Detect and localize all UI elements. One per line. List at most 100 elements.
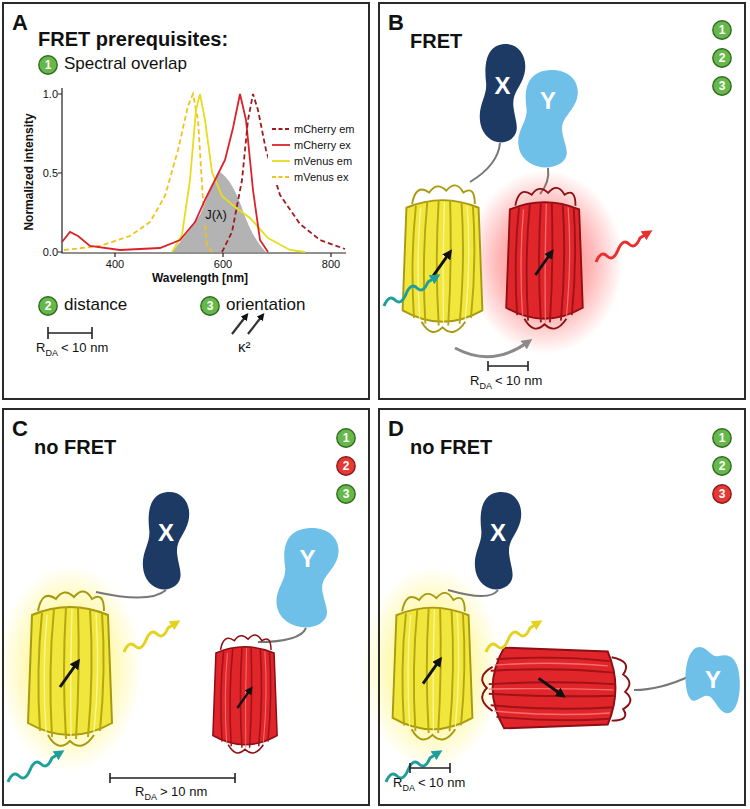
panel-letter: C (12, 416, 28, 441)
overlap-integral: J(λ) (203, 208, 229, 223)
blob-letter: Y (684, 666, 742, 694)
callout-circle-shape (337, 485, 355, 503)
distance-subscript: DA (45, 348, 58, 358)
protein-blob: Y (684, 640, 742, 720)
legend-sample-line (272, 176, 290, 178)
fret-illustration (384, 143, 648, 371)
panel-letter: B (388, 10, 404, 35)
callout-number: 3 (336, 484, 356, 504)
panel-heading: no FRET (34, 436, 116, 459)
legend-text: mVenus ex (294, 170, 348, 184)
axis-title: Wavelength [nm] (152, 272, 248, 286)
legend-text: mCherry em (294, 122, 355, 136)
distance-symbol: R (135, 785, 144, 800)
mvenus-barrel (393, 593, 473, 740)
excitation-arrow (384, 277, 436, 306)
linker (634, 676, 690, 690)
callout-circle-shape (713, 49, 731, 67)
callout-circle-shape (337, 457, 355, 475)
distance-symbol: R (470, 374, 479, 389)
protein-blob-shape (512, 66, 584, 170)
emission-arrow (486, 623, 538, 652)
legend-sample (272, 155, 290, 167)
callout-number: 2 (712, 48, 732, 68)
emission-glow (0, 564, 142, 772)
callout-text: 2 (712, 48, 732, 68)
callout-circle-shape (713, 21, 731, 39)
transfer-arrow (455, 342, 528, 357)
protein-blob: X (470, 488, 526, 592)
prerequisite-name: orientation (226, 295, 305, 315)
orientation-illustration (362, 566, 690, 782)
panel-heading: FRET (410, 30, 462, 53)
blob-outline (276, 528, 338, 627)
emission-glow (362, 566, 502, 770)
legend-sample-line (272, 144, 290, 146)
scale-bar (488, 361, 528, 371)
scale-bar (110, 773, 235, 783)
protein-blob: Y (512, 66, 584, 170)
callout-text: 3 (712, 76, 732, 96)
callout-text: 3 (712, 484, 732, 504)
mvenus-barrel (403, 185, 483, 332)
panel-heading: FRET prerequisites: (38, 28, 228, 51)
excitation-arrow (8, 753, 60, 782)
far-illustration (0, 564, 306, 783)
blob-letter: X (470, 519, 526, 547)
legend-sample (272, 171, 290, 183)
protein-blob: X (138, 488, 194, 592)
callout-circle-shape (39, 56, 57, 74)
blob-letter: Y (270, 545, 345, 573)
distance-symbol: R (393, 776, 402, 791)
legend-sample (272, 123, 290, 135)
spectrum-chart (58, 88, 358, 257)
legend-text: mVenus em (294, 154, 352, 168)
callout-number: 2 (336, 456, 356, 476)
distance-symbol: R (36, 341, 45, 356)
blob-letter: X (138, 519, 194, 547)
linker (448, 590, 498, 596)
distance-value: > 10 nm (160, 785, 207, 800)
protein-blob: Y (270, 524, 345, 630)
prerequisite-symbols (48, 316, 262, 339)
blob-letter: Y (512, 87, 584, 115)
prerequisite-name: distance (64, 295, 127, 315)
callout-circle-shape (713, 77, 731, 95)
distance-value: < 10 nm (495, 374, 542, 389)
mcherry-barrel (506, 188, 583, 329)
panel-letter: A (12, 10, 28, 35)
callout-number: 3 (712, 76, 732, 96)
tick-label: 0.5 (43, 167, 58, 180)
emission-arrow (124, 623, 176, 652)
linker (470, 143, 500, 182)
callout-text: 1 (712, 428, 732, 448)
legend-sample-line (272, 160, 290, 162)
callout-text: 1 (336, 428, 356, 448)
scale-bar (48, 327, 92, 339)
legend-ground (268, 119, 358, 185)
callout-text: 2 (336, 456, 356, 476)
emission-glow (467, 170, 623, 354)
blob-letter: X (475, 72, 530, 100)
emission-arrow (596, 233, 648, 262)
prerequisite-name: Spectral overlap (64, 54, 187, 74)
panel-heading: no FRET (410, 436, 492, 459)
callout-text: 1 (38, 55, 58, 75)
callout-number: 1 (712, 20, 732, 40)
tick-label: 600 (214, 258, 232, 271)
mcherry-barrel (482, 648, 630, 729)
tick-label: 1.0 (43, 88, 58, 101)
callout-text: 1 (712, 20, 732, 40)
callout-circle-shape (39, 297, 57, 315)
tick-label: 0.0 (43, 246, 58, 259)
panel-box: B FRET 1 2 3 XY (378, 2, 746, 400)
distance-subscript: DA (402, 783, 415, 793)
callout-number: 1 (712, 428, 732, 448)
blob-outline (518, 70, 578, 167)
callout-circle-shape (337, 429, 355, 447)
distance-subscript: DA (144, 792, 157, 802)
callout-number: 1 (38, 55, 58, 75)
callout-text: 2 (38, 296, 58, 316)
tick-label: 400 (106, 258, 124, 271)
